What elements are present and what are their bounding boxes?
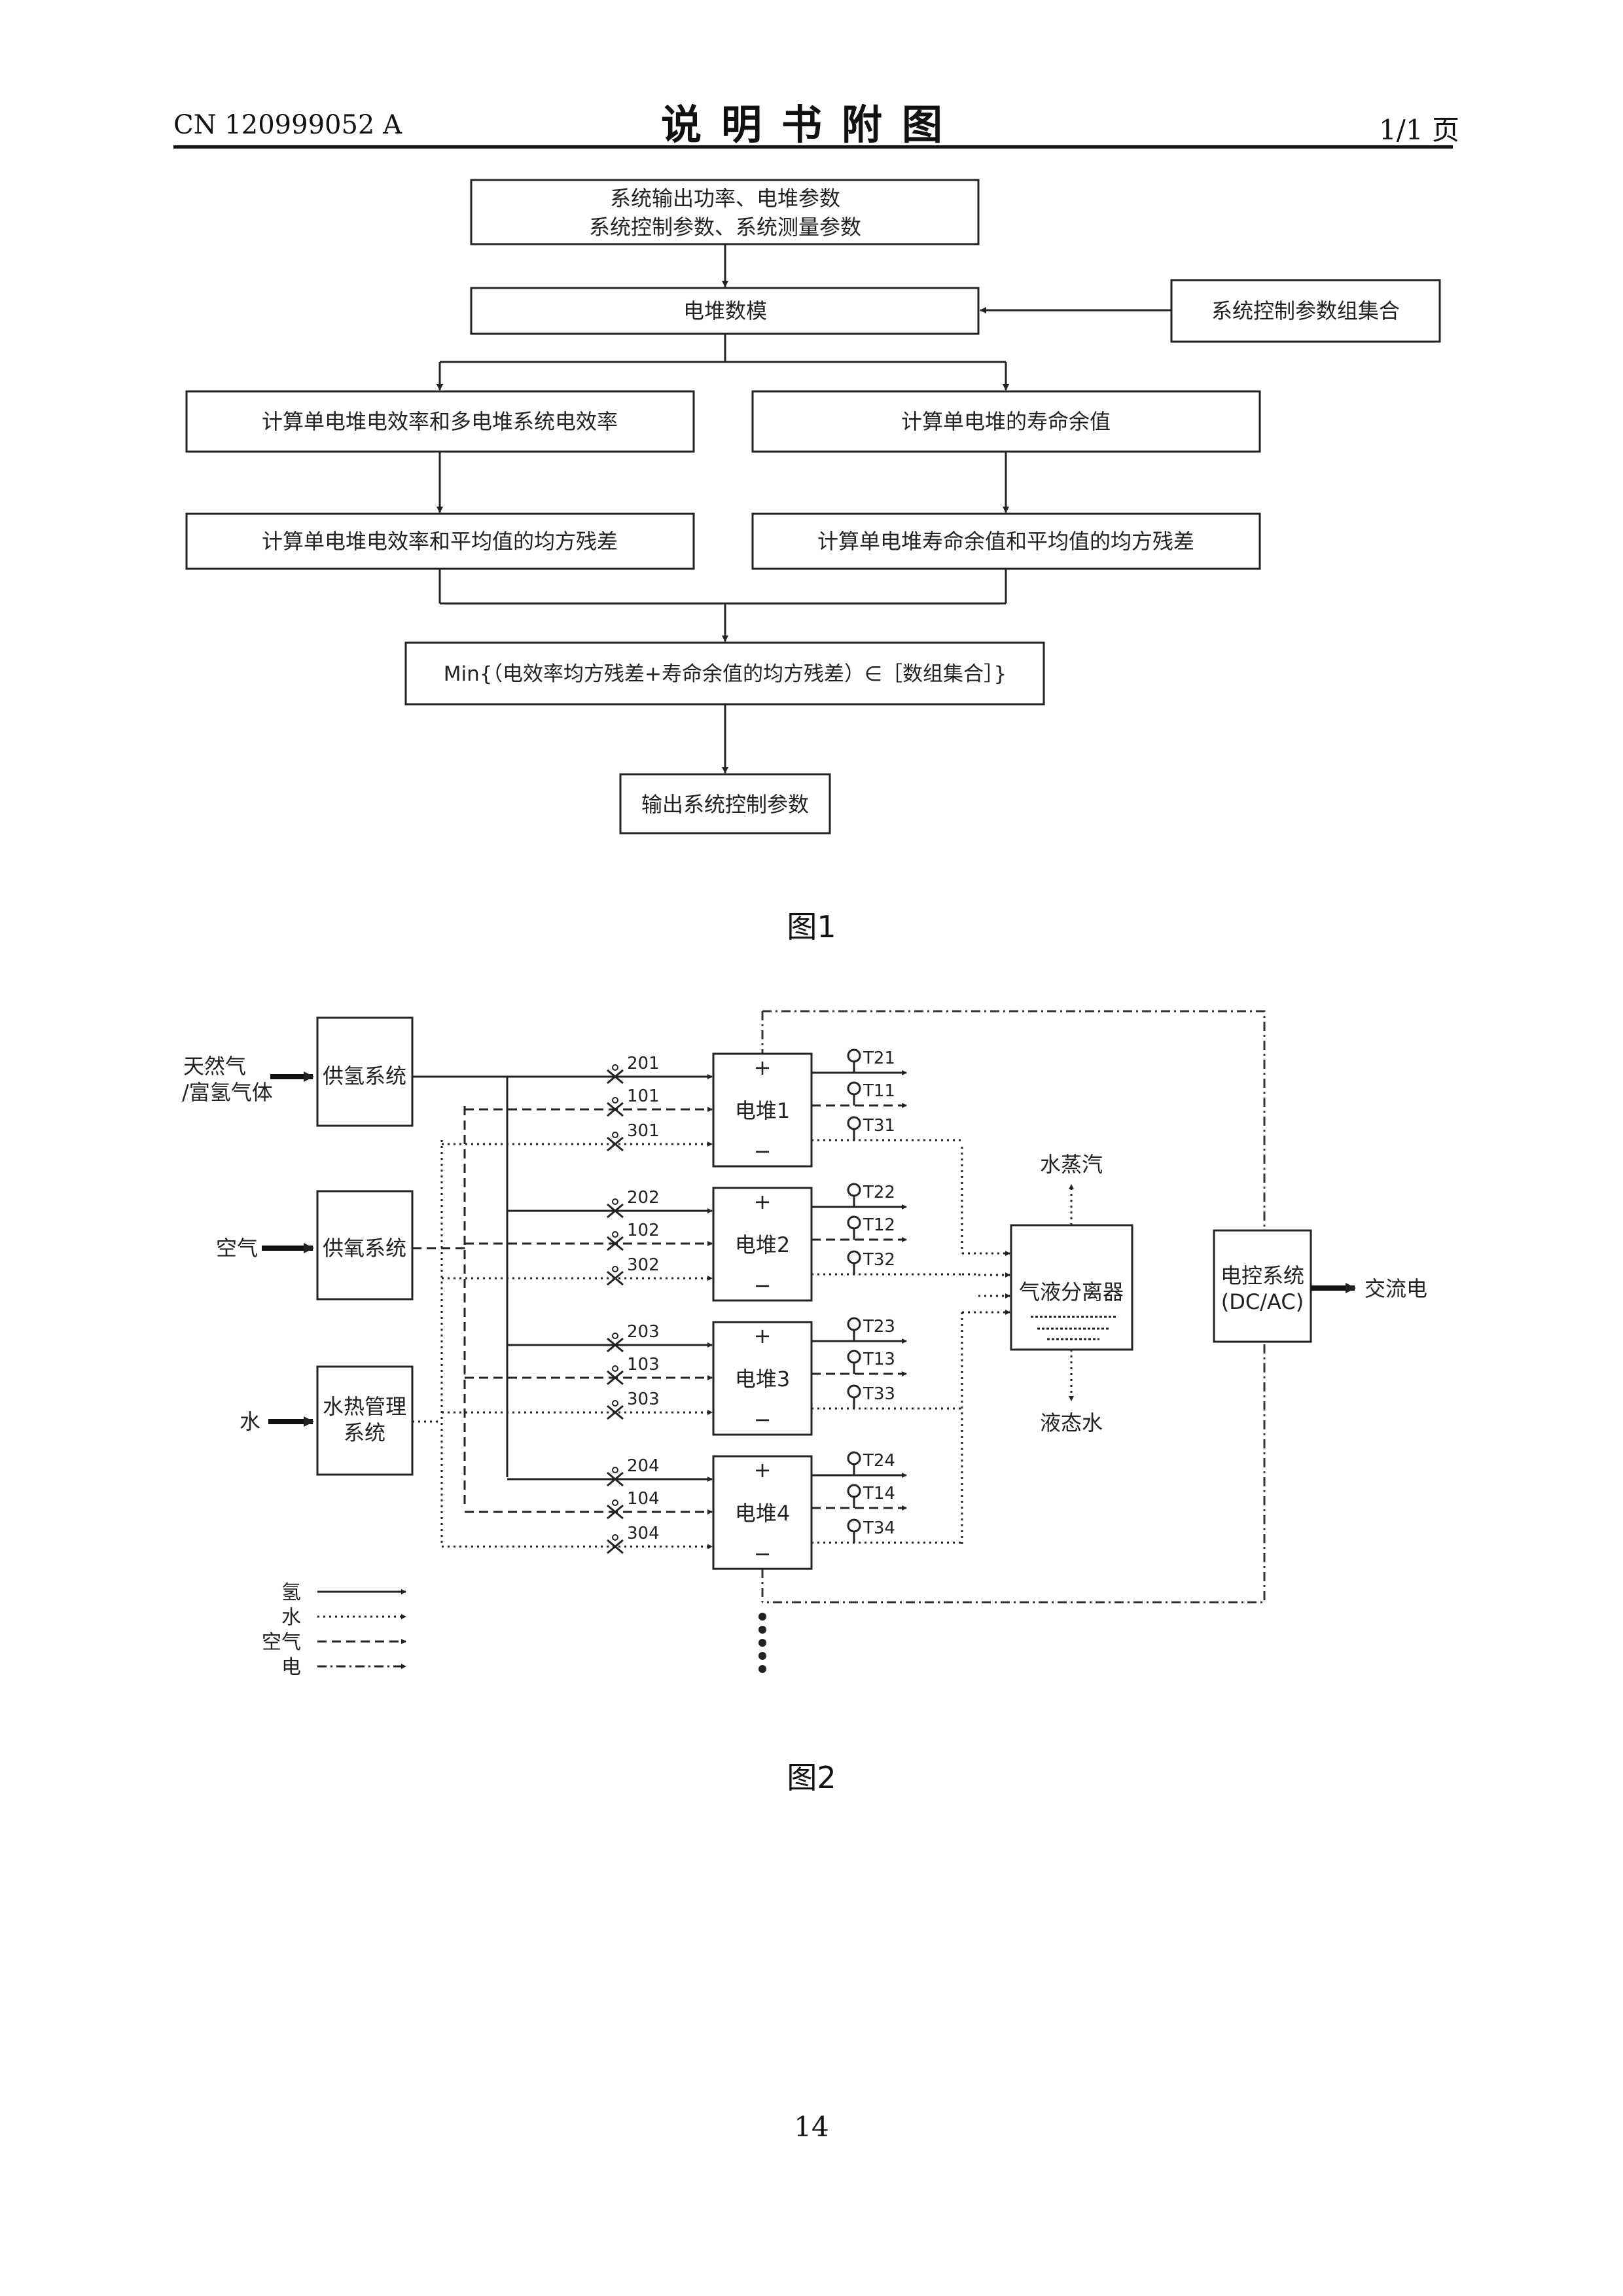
- fig2-manifolds: [412, 1077, 507, 1543]
- fig2-more-stacks-dots: [758, 1613, 766, 1673]
- sensor-label: T33: [863, 1384, 895, 1404]
- temperature-sensor-icon: [848, 1520, 860, 1532]
- sensor-label: T11: [863, 1081, 895, 1101]
- valve-icon: [607, 1138, 623, 1151]
- stack-minus: −: [754, 1541, 772, 1566]
- sensor-label: T32: [863, 1250, 895, 1270]
- stack-name: 电堆4: [735, 1501, 790, 1526]
- valve-icon: [607, 1272, 623, 1285]
- valve-label: 202: [627, 1188, 660, 1208]
- fig2-ec-label-1: 电控系统: [1221, 1263, 1304, 1288]
- valve-label: 103: [627, 1355, 660, 1374]
- fig2-thermal-label-2: 系统: [344, 1420, 385, 1445]
- sensor-label: T23: [863, 1317, 895, 1336]
- fig2-legend: [317, 1592, 406, 1666]
- fig1-life-calc-label: 计算单电堆的寿命余值: [901, 409, 1111, 434]
- fig1-input-line1: 系统输出功率、电堆参数: [610, 186, 840, 211]
- fig1-model-label: 电堆数模: [683, 298, 767, 323]
- stack-plus: +: [754, 1189, 772, 1214]
- fig2-legend-electric: 电: [281, 1656, 301, 1679]
- sensor-label: T34: [863, 1518, 895, 1538]
- sensor-label: T12: [863, 1215, 895, 1235]
- fig2-steam-label: 水蒸汽: [1040, 1152, 1103, 1177]
- stack-name: 电堆1: [735, 1098, 790, 1123]
- fig2-ac-label: 交流电: [1364, 1276, 1427, 1301]
- valve-icon: [607, 1540, 623, 1553]
- stack-1: 201 T21 101 T11 301 T31 + − 电堆1: [442, 1049, 962, 1166]
- fig2-supply-boxes: [317, 1018, 1311, 1475]
- temperature-sensor-icon: [848, 1184, 860, 1196]
- temperature-sensor-icon: [848, 1318, 860, 1330]
- fig2-thermal-label-1: 水热管理: [323, 1394, 406, 1419]
- sensor-label: T14: [863, 1484, 895, 1503]
- stack-2: 202 T22 102 T12 302 T32 + − 电堆2: [442, 1183, 962, 1300]
- valve-label: 204: [627, 1456, 660, 1476]
- stack-4: 204 T24 104 T14 304 T34 + − 电堆4: [442, 1451, 962, 1569]
- temperature-sensor-icon: [848, 1083, 860, 1094]
- sensor-label: T13: [863, 1350, 895, 1369]
- valve-label: 201: [627, 1054, 660, 1073]
- fig1-life-resid-label: 计算单电堆寿命余值和平均值的均方残差: [817, 529, 1194, 554]
- fig1-eff-calc-label: 计算单电堆电效率和多电堆系统电效率: [262, 409, 618, 434]
- valve-label: 301: [627, 1121, 660, 1141]
- valve-label: 203: [627, 1322, 660, 1342]
- temperature-sensor-icon: [848, 1386, 860, 1397]
- temperature-sensor-icon: [848, 1251, 860, 1263]
- fig1-param-set-label: 系统控制参数组集合: [1211, 298, 1400, 323]
- fig2-legend-water: 水: [281, 1606, 301, 1629]
- valve-icon: [607, 1406, 623, 1419]
- stack-plus: +: [754, 1323, 772, 1348]
- figure1-caption: 图1: [713, 903, 910, 946]
- fig2-legend-hydrogen: 氢: [281, 1581, 301, 1604]
- fig1-input-line2: 系统控制参数、系统测量参数: [589, 215, 861, 240]
- temperature-sensor-icon: [848, 1117, 860, 1129]
- valve-label: 102: [627, 1221, 660, 1240]
- fig2-gas-label-1: 天然气: [183, 1054, 246, 1079]
- temperature-sensor-icon: [848, 1452, 860, 1464]
- fig1-eff-resid-label: 计算单电堆电效率和平均值的均方残差: [262, 529, 618, 554]
- fig2-legend-air: 空气: [262, 1631, 301, 1654]
- valve-label: 302: [627, 1255, 660, 1275]
- stack-name: 电堆2: [735, 1232, 790, 1257]
- fig2-ec-label-2: (DC/AC): [1221, 1289, 1304, 1314]
- stack-minus: −: [754, 1139, 772, 1164]
- stack-minus: −: [754, 1273, 772, 1298]
- fig2-h2-supply-label: 供氢系统: [323, 1064, 406, 1088]
- fig2-separator-label: 气液分离器: [1019, 1280, 1124, 1304]
- stack-name: 电堆3: [735, 1367, 790, 1391]
- temperature-sensor-icon: [848, 1351, 860, 1363]
- sensor-label: T22: [863, 1183, 895, 1202]
- fig1-output-label: 输出系统控制参数: [641, 792, 809, 817]
- valve-label: 101: [627, 1086, 660, 1106]
- fig1-flowchart: [187, 180, 1440, 833]
- sensor-label: T31: [863, 1116, 895, 1136]
- valve-label: 303: [627, 1390, 660, 1409]
- fig2-gas-label-2: /富氢气体: [182, 1080, 273, 1105]
- stack-plus: +: [754, 1458, 772, 1482]
- sensor-label: T24: [863, 1451, 895, 1471]
- page-number: 14: [746, 2111, 877, 2143]
- fig1-min-label: Min{（电效率均方残差+寿命余值的均方残差）∈［数组集合］}: [444, 662, 1007, 686]
- fig2-water-label: 水: [240, 1409, 260, 1434]
- stack-3: 203 T23 103 T13 303 T33 + − 电堆3: [442, 1317, 962, 1435]
- fig2-stacks: 201T21101T11301T31+−电堆1202T22102T12302T3…: [442, 1049, 978, 1569]
- stack-plus: +: [754, 1055, 772, 1080]
- valve-label: 104: [627, 1489, 660, 1509]
- fig2-air-label: 空气: [216, 1236, 258, 1261]
- fig2-o2-supply-label: 供氧系统: [323, 1236, 406, 1261]
- fig2-liquid-water-label: 液态水: [1040, 1410, 1103, 1435]
- temperature-sensor-icon: [848, 1485, 860, 1497]
- temperature-sensor-icon: [848, 1050, 860, 1062]
- sensor-label: T21: [863, 1049, 895, 1068]
- figure2-caption: 图2: [713, 1754, 910, 1797]
- valve-label: 304: [627, 1524, 660, 1543]
- stack-minus: −: [754, 1407, 772, 1432]
- temperature-sensor-icon: [848, 1217, 860, 1229]
